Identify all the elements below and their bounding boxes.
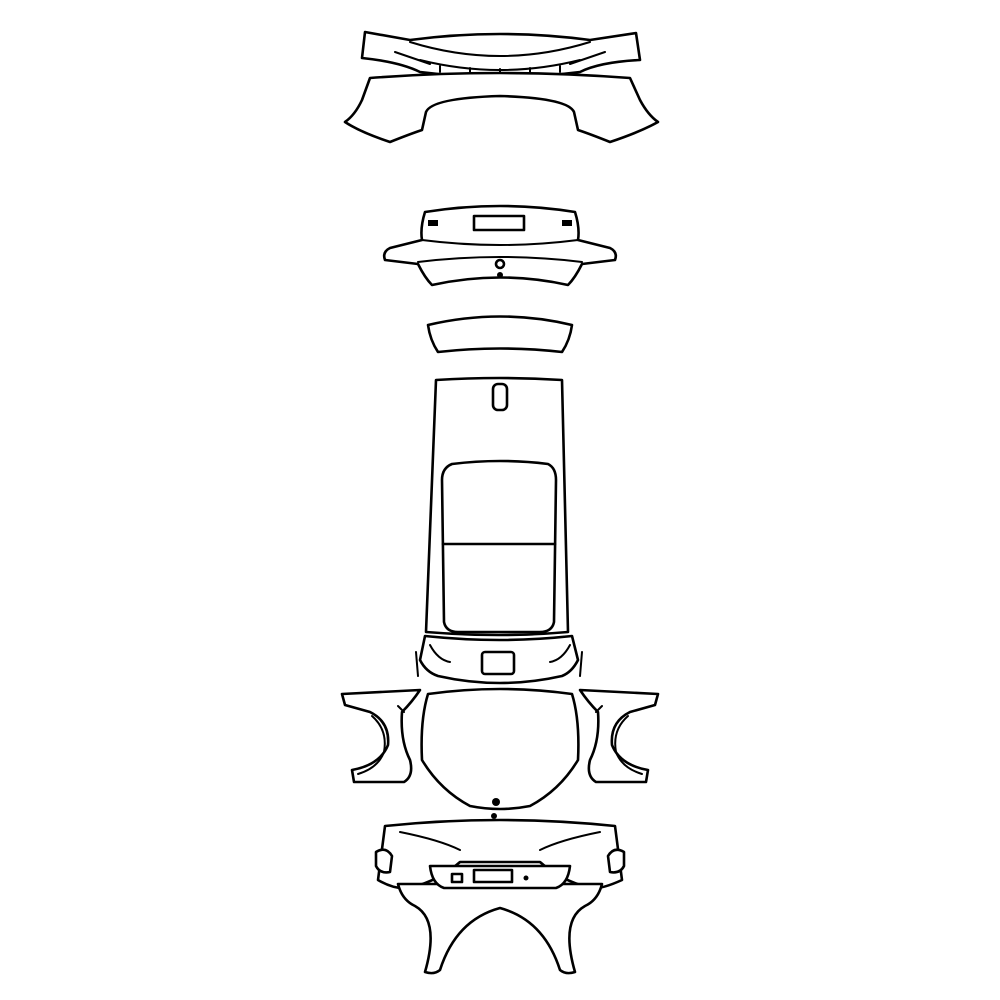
front-apron [343,71,660,144]
rear-fenders-and-trunk [340,687,660,819]
left-fog-light [374,848,394,874]
sunroof-cutout [440,459,558,634]
front-bumper-upper [360,30,642,79]
roof-panel [424,376,570,637]
front-bumper-lower [374,818,626,975]
rear-lip [426,315,574,354]
right-fog-light [606,848,626,874]
tow-hook-cover [494,258,506,270]
rear-bumper [382,204,618,287]
right-fender [578,688,660,784]
left-fender [340,688,422,784]
center-light [480,650,516,676]
front-plate-recess [472,868,514,884]
trunk-lid [420,687,580,811]
shark-fin-antenna [491,382,509,412]
rear-valance [415,634,583,685]
license-plate-recess [472,214,526,232]
sensor-cutout [450,872,464,884]
